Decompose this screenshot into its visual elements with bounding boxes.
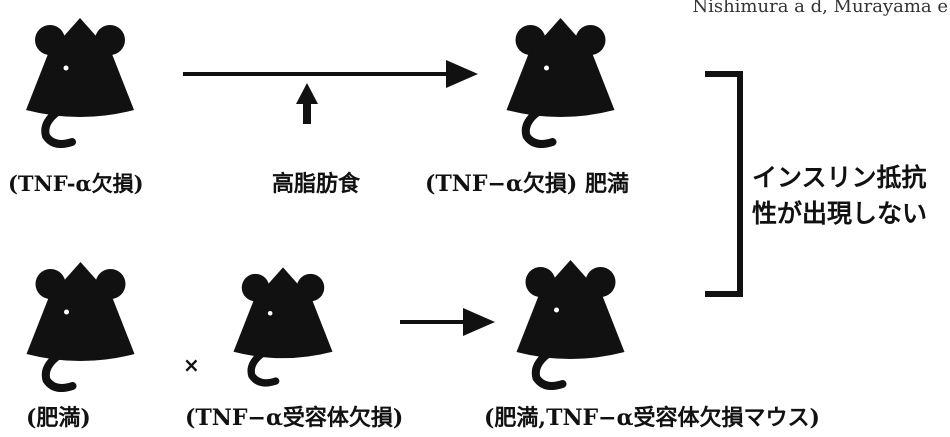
mouse-label-receptor-deficient: (TNF−α受容体欠損) <box>185 405 404 431</box>
diet-label: 高脂肪食 <box>272 171 361 197</box>
mouse-label-obese: (肥満) <box>26 405 91 431</box>
citation-text: Nishimura a d, Murayama e <box>692 0 948 17</box>
cross-symbol: × <box>183 353 200 377</box>
result-text: インスリン抵抗 性が出現しない <box>752 160 927 232</box>
arrow-up-icon <box>296 83 318 104</box>
mouse-label-tnf-deficient-obese: (TNF−α欠損) 肥満 <box>425 171 629 197</box>
mouse-label-tnf-deficient: (TNF-α欠損) <box>8 171 144 196</box>
arrow-right-icon <box>463 308 495 336</box>
mouse-label-obese-receptor-deficient: (肥満,TNF−α受容体欠損マウス) <box>484 405 820 431</box>
result-line-1: インスリン抵抗 <box>752 163 927 192</box>
arrow-right-icon <box>446 60 478 88</box>
bracket <box>705 71 743 297</box>
result-line-2: 性が出現しない <box>752 199 928 228</box>
